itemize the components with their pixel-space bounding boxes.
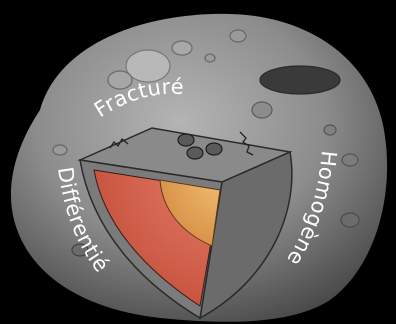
fragment-pebble	[178, 134, 194, 146]
fragment-pebble	[206, 143, 222, 155]
fragment-pebble	[187, 147, 203, 159]
